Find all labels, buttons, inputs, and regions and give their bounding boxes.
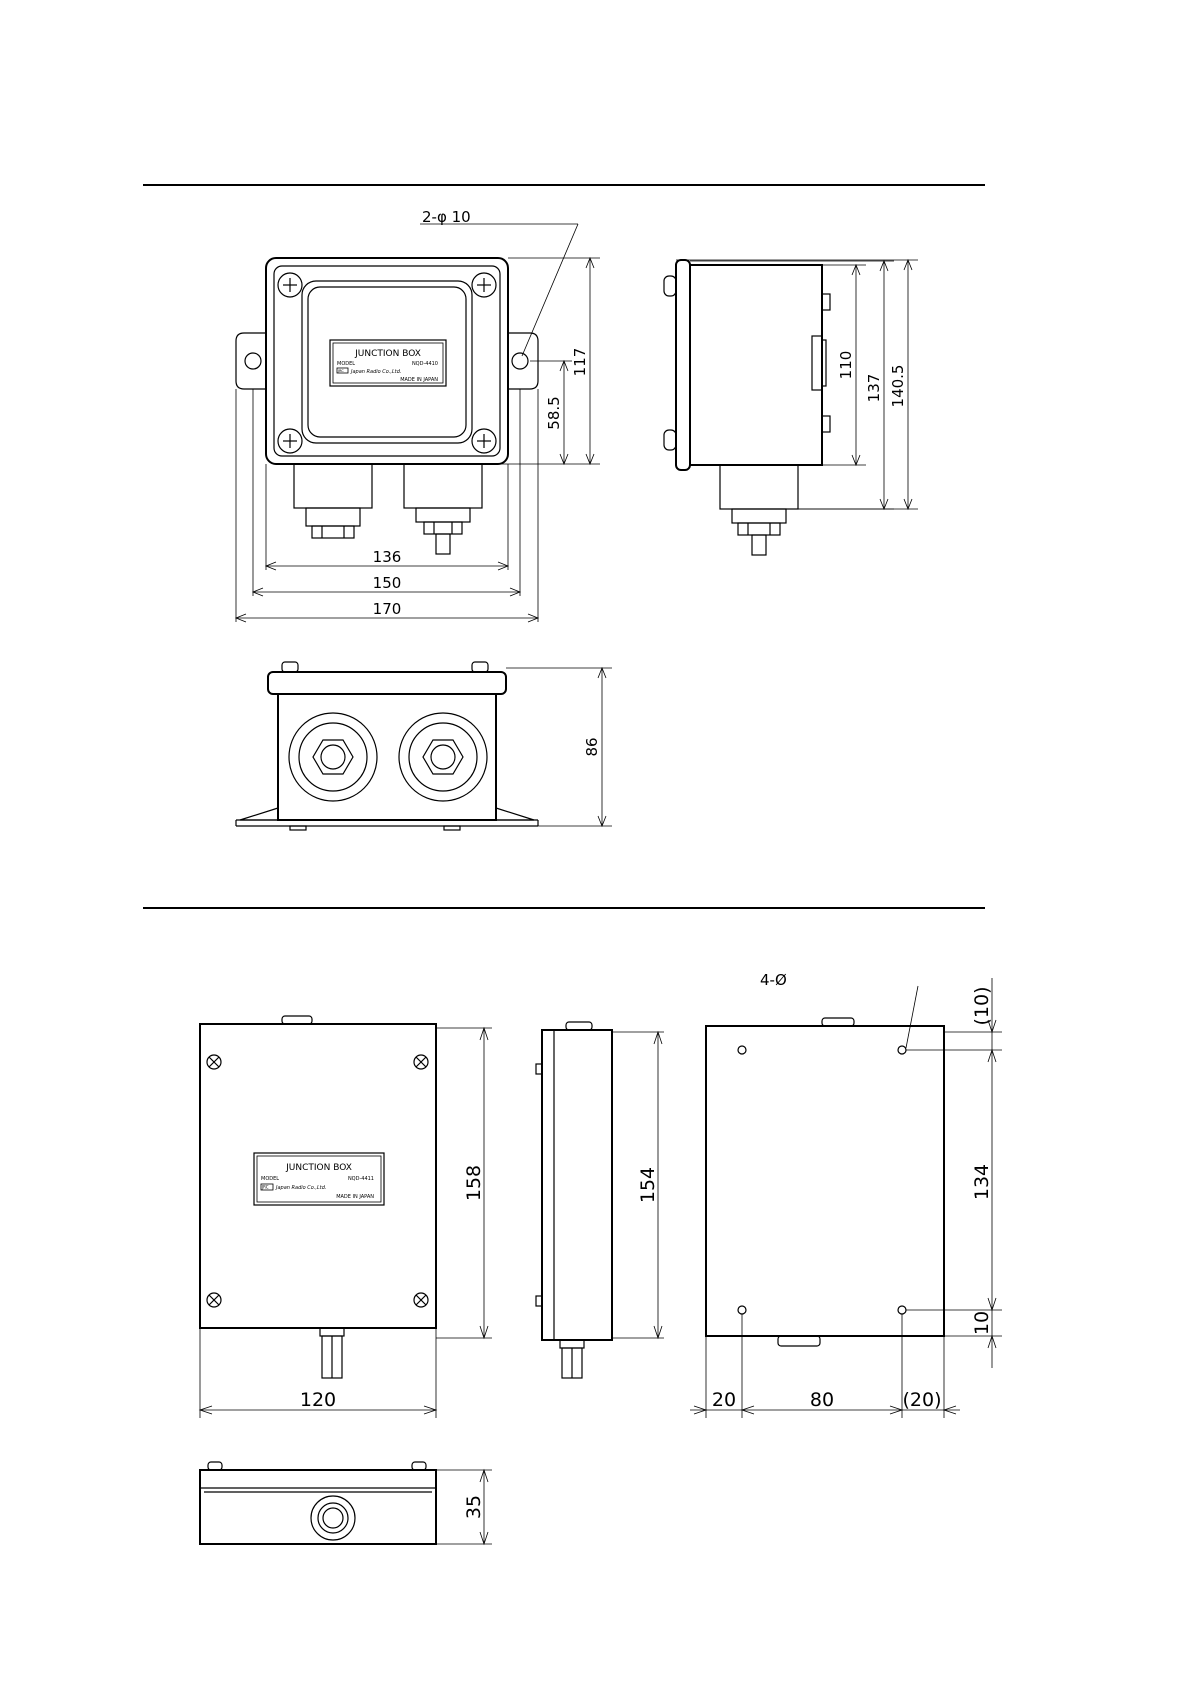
unit2-dim-80: 80: [810, 1389, 834, 1411]
unit1-front-screws: [278, 273, 496, 453]
unit1-dim-137: 137: [865, 374, 883, 403]
unit2-label-maker: Japan Radio Co.,Ltd.: [275, 1185, 327, 1191]
unit2-bottom-dimensions: 35: [436, 1470, 492, 1544]
unit1-front-view: JUNCTION BOX MODEL NQD-4410 JRC Japan Ra…: [236, 258, 538, 554]
unit2-bottom-view: [200, 1462, 436, 1544]
unit2-label-model-value: NQD-4411: [348, 1176, 374, 1182]
unit1-dim-136: 136: [373, 548, 402, 566]
unit2-dim-154: 154: [637, 1167, 659, 1203]
unit1-label-maker: Japan Radio Co.,Ltd.: [350, 369, 402, 375]
unit2-label-title: JUNCTION BOX: [285, 1163, 352, 1173]
unit2-label-logo: JRC: [261, 1185, 269, 1190]
unit1-dim-58-5: 58.5: [545, 396, 563, 429]
unit2-mounting-holes: [738, 1046, 906, 1314]
unit1-dim-140-5: 140.5: [889, 365, 907, 408]
unit2-dim-20: 20: [712, 1389, 736, 1411]
unit1-bottom-dimensions: 86: [506, 668, 612, 826]
unit2-label-model-key: MODEL: [261, 1176, 279, 1182]
unit2-dim-10-bottom: 10: [971, 1311, 993, 1335]
unit1-holes-label: 2-φ 10: [422, 208, 471, 226]
unit2-front-dimensions: 158 120: [200, 1028, 492, 1418]
unit1-dim-170: 170: [373, 600, 402, 618]
unit2-dim-134: 134: [971, 1164, 993, 1200]
unit2-holes-label: 4-Ø: [760, 971, 787, 989]
unit1-dim-117: 117: [571, 348, 589, 377]
unit1-label-model-key: MODEL: [337, 361, 355, 367]
unit1-label-title: JUNCTION BOX: [354, 349, 421, 359]
unit1-bottom-view: [236, 662, 538, 830]
unit1-label-origin: MADE IN JAPAN: [400, 377, 438, 383]
unit1-dim-86: 86: [583, 737, 601, 756]
unit2-dim-120: 120: [300, 1389, 336, 1411]
unit2-dim-35: 35: [463, 1495, 485, 1519]
unit2-rear-dimensions: 4-Ø (10) 134 10 20 80 (20): [690, 971, 1002, 1418]
unit2-dim-20-right: (20): [902, 1389, 941, 1411]
unit2-side-view: [536, 1022, 612, 1378]
unit2-side-dimensions: 154: [612, 1032, 664, 1338]
unit2-nameplate: JUNCTION BOX MODEL NQD-4411 JRC Japan Ra…: [254, 1153, 384, 1205]
unit1-dim-150: 150: [373, 574, 402, 592]
unit2-front-view: JUNCTION BOX MODEL NQD-4411 JRC Japan Ra…: [200, 1016, 436, 1378]
unit2-front-screws: [207, 1055, 428, 1307]
unit1-front-dimensions: 2-φ 10 117 58.5 136 150 170: [236, 208, 600, 622]
unit2-dim-158: 158: [463, 1165, 485, 1201]
unit1-label-logo: JRC: [337, 369, 344, 373]
unit1-side-view: [664, 260, 830, 555]
unit1-dim-110: 110: [837, 351, 855, 380]
unit1-front-cable-glands: [294, 464, 482, 554]
unit1-nameplate: JUNCTION BOX MODEL NQD-4410 JRC Japan Ra…: [330, 340, 446, 386]
unit2-label-origin: MADE IN JAPAN: [336, 1194, 374, 1200]
unit2-dim-10-top: (10): [971, 986, 993, 1025]
unit2-rear-view: [706, 1018, 944, 1346]
unit1-label-model-value: NQD-4410: [412, 361, 438, 367]
unit1-side-dimensions: 110 137 140.5: [676, 260, 918, 509]
